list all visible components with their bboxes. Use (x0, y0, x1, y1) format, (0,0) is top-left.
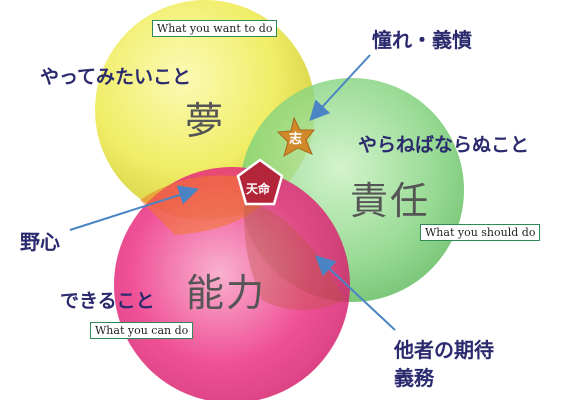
aspiration-label: 志 (289, 132, 303, 147)
arrow-longing (309, 54, 371, 121)
destiny-pentagon (236, 158, 284, 206)
expectations-callout-line1: 他者の期待 (394, 338, 494, 362)
ability-en-label: What you can do (90, 322, 194, 339)
arrow-ambition (69, 185, 199, 231)
responsibility-kanji: 責任 (350, 179, 431, 223)
responsibility-jp-label: やらねばならぬこと (358, 134, 530, 156)
responsibility-ability-overlap (244, 200, 345, 310)
dream-kanji: 夢 (185, 99, 226, 143)
dream-en-label: What you want to do (152, 20, 278, 37)
dream-jp-label: やってみたいこと (40, 66, 192, 88)
expectations-callout-line2: 義務 (394, 366, 434, 390)
destiny-label: 天命 (246, 182, 271, 196)
responsibility-en-label: What you should do (420, 224, 541, 241)
arrow-expectations (315, 255, 396, 331)
longing-duty-callout: 憧れ・義憤 (372, 28, 472, 52)
ability-kanji: 能力 (186, 271, 267, 315)
ability-jp-label: できること (60, 290, 155, 312)
aspiration-star (276, 116, 316, 158)
ambition-callout: 野心 (20, 230, 60, 254)
